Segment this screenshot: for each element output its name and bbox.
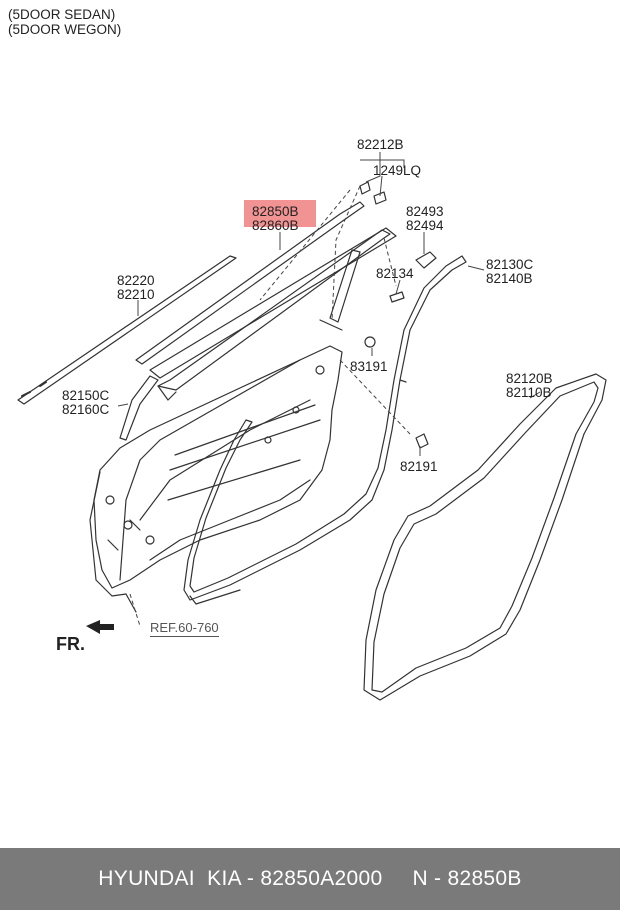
diagram-header: (5DOOR SEDAN) (5DOOR WEGON) (8, 7, 121, 37)
callout-82220: 82220 (117, 273, 155, 288)
front-direction-label: FR. (56, 634, 85, 654)
front-pillar-trim (119, 375, 159, 441)
callout-82212B: 82212B (357, 137, 404, 152)
callout-82150C: 82150C (62, 388, 110, 403)
door-weatherstrip-inner (183, 255, 467, 601)
window-channel-strip (135, 201, 365, 365)
reference-label: REF.60-760 (150, 620, 219, 637)
bracket-82493 (415, 251, 437, 269)
callout-82210: 82210 (117, 287, 155, 302)
callout-82850B: 82850B (252, 204, 299, 219)
callout-82160C: 82160C (62, 402, 110, 417)
part-number-footer: HYUNDAI KIA - 82850A2000 N - 82850B (0, 848, 620, 910)
callout-82130C-group: 82130C 82140B (486, 258, 533, 286)
callout-82220-group: 82220 82210 (117, 274, 155, 302)
callout-82150C-group: 82150C 82160C (62, 389, 109, 417)
callout-83191: 83191 (350, 359, 388, 374)
callout-1249LQ: 1249LQ (373, 163, 422, 178)
front-arrow-icon (86, 620, 114, 634)
callout-82493-group: 82493 82494 (406, 205, 444, 233)
footer-part-number: HYUNDAI KIA - 82850A2000 (98, 867, 383, 890)
header-line-wagon: (5DOOR WEGON) (8, 22, 122, 37)
inner-door-panel (93, 345, 343, 589)
header-line-sedan: (5DOOR SEDAN) (8, 7, 116, 22)
belt-moulding-strip (17, 255, 237, 405)
footer-catalog-number: N - 82850B (412, 867, 522, 890)
callout-82493: 82493 (406, 204, 444, 219)
callout-82110B: 82110B (506, 385, 552, 400)
callout-82850B-group: 82850B 82860B (252, 205, 299, 233)
callout-82120B: 82120B (506, 371, 553, 386)
callout-82494: 82494 (406, 218, 444, 233)
callout-82140B: 82140B (486, 271, 533, 286)
clip-1249LQ (359, 181, 371, 195)
callout-82134: 82134 (376, 266, 414, 281)
highlight-box-82850B (244, 200, 316, 227)
callout-82120B-group: 82120B 82110B (506, 372, 553, 400)
body-weatherstrip-outer (363, 373, 607, 701)
callout-82191: 82191 (400, 459, 438, 474)
grommet-83191 (364, 336, 376, 348)
plug-82191 (415, 433, 429, 449)
pad-82134 (389, 291, 405, 303)
door-parts-diagram (17, 152, 607, 701)
callout-82860B: 82860B (252, 218, 299, 233)
callout-82130C: 82130C (486, 257, 534, 272)
door-sash-frame (157, 229, 391, 391)
